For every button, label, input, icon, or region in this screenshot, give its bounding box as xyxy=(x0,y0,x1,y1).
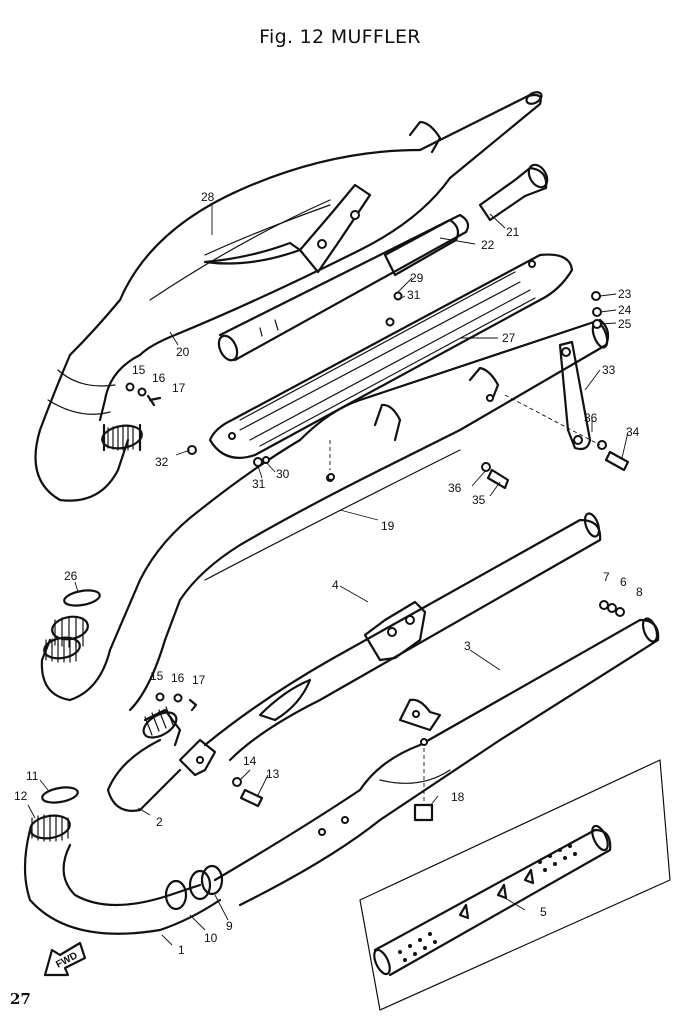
label-6: 6 xyxy=(620,575,627,589)
label-15-lower: 15 xyxy=(150,669,164,683)
label-20: 20 xyxy=(176,345,190,359)
gasket-26 xyxy=(51,589,101,648)
label-28: 28 xyxy=(201,190,215,204)
label-17-upper: 17 xyxy=(172,381,186,395)
label-34: 34 xyxy=(626,425,640,439)
figure-title: Fig. 12 MUFFLER xyxy=(259,26,421,48)
label-23: 23 xyxy=(618,287,632,301)
fwd-arrow-icon: FWD xyxy=(43,941,87,977)
label-2: 2 xyxy=(156,815,163,829)
exhaust-pipe-1 xyxy=(23,786,224,935)
inner-pipe-22 xyxy=(217,213,470,362)
label-24: 24 xyxy=(618,303,632,317)
label-3: 3 xyxy=(464,639,471,653)
label-18: 18 xyxy=(451,790,465,804)
pipe-4 xyxy=(178,512,602,777)
label-29: 29 xyxy=(410,271,424,285)
upper-muffler-20 xyxy=(34,91,543,502)
label-16-lower: 16 xyxy=(171,671,185,685)
label-35: 35 xyxy=(472,493,486,507)
label-11: 11 xyxy=(26,769,39,783)
part-labels: 28 21 22 29 31 27 20 23 24 25 33 36 34 1… xyxy=(14,190,643,957)
label-36-lower: 36 xyxy=(448,481,462,495)
label-21: 21 xyxy=(506,225,520,239)
label-10: 10 xyxy=(204,931,218,945)
label-30: 30 xyxy=(276,467,290,481)
label-31-lower: 31 xyxy=(252,477,266,491)
pipe-2 xyxy=(106,706,182,812)
label-14: 14 xyxy=(243,754,257,768)
label-13: 13 xyxy=(266,767,280,781)
label-5: 5 xyxy=(540,905,547,919)
baffle-5 xyxy=(359,759,671,1011)
label-16-upper: 16 xyxy=(152,371,166,385)
middle-muffler-19 xyxy=(40,318,610,712)
label-1: 1 xyxy=(178,943,185,957)
label-36-right: 36 xyxy=(584,411,598,425)
label-12: 12 xyxy=(14,789,28,803)
label-33: 33 xyxy=(602,363,616,377)
label-32: 32 xyxy=(155,455,169,469)
label-4: 4 xyxy=(332,578,339,592)
label-27: 27 xyxy=(502,331,516,345)
label-19: 19 xyxy=(381,519,395,533)
label-22: 22 xyxy=(481,238,495,252)
label-17-lower: 17 xyxy=(192,673,206,687)
leader-lines xyxy=(27,205,629,946)
label-26: 26 xyxy=(64,569,78,583)
label-8: 8 xyxy=(636,585,643,599)
label-7: 7 xyxy=(603,570,610,584)
label-9: 9 xyxy=(226,919,233,933)
label-25: 25 xyxy=(618,317,632,331)
label-15-upper: 15 xyxy=(132,363,146,377)
heat-protector-27 xyxy=(208,253,574,459)
label-31-upper: 31 xyxy=(407,288,421,302)
tip-21 xyxy=(478,163,549,222)
page-number: 27 xyxy=(10,990,31,1008)
muffler-3 xyxy=(213,617,660,907)
bracket-33 xyxy=(558,340,592,451)
